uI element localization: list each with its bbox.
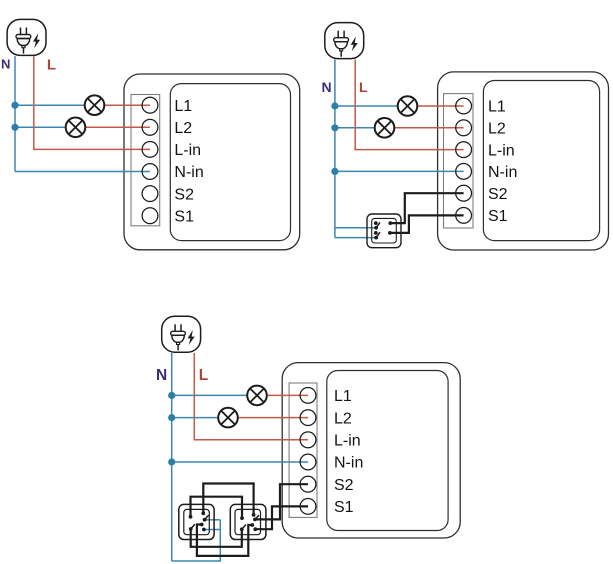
svg-text:N: N <box>1 57 10 72</box>
svg-text:L: L <box>47 57 56 74</box>
svg-text:N-in: N-in <box>174 164 203 181</box>
svg-text:N-in: N-in <box>488 164 517 181</box>
svg-text:L2: L2 <box>488 121 506 138</box>
svg-text:S1: S1 <box>334 499 354 516</box>
svg-text:L: L <box>199 367 208 384</box>
svg-text:L-in: L-in <box>174 142 201 159</box>
svg-text:S2: S2 <box>488 186 508 203</box>
svg-text:L-in: L-in <box>488 142 515 159</box>
svg-text:L: L <box>359 79 368 95</box>
svg-text:L1: L1 <box>174 98 192 115</box>
svg-text:L2: L2 <box>174 120 192 137</box>
svg-text:S2: S2 <box>174 186 194 203</box>
svg-text:L2: L2 <box>334 410 352 427</box>
svg-text:L1: L1 <box>334 388 352 405</box>
svg-text:L1: L1 <box>488 99 506 116</box>
svg-text:N-in: N-in <box>334 455 363 472</box>
svg-text:L-in: L-in <box>334 433 361 450</box>
svg-text:N: N <box>156 367 167 384</box>
svg-text:S2: S2 <box>334 477 354 494</box>
svg-text:S1: S1 <box>488 208 508 225</box>
svg-text:N: N <box>322 79 332 95</box>
svg-text:S1: S1 <box>174 208 194 225</box>
